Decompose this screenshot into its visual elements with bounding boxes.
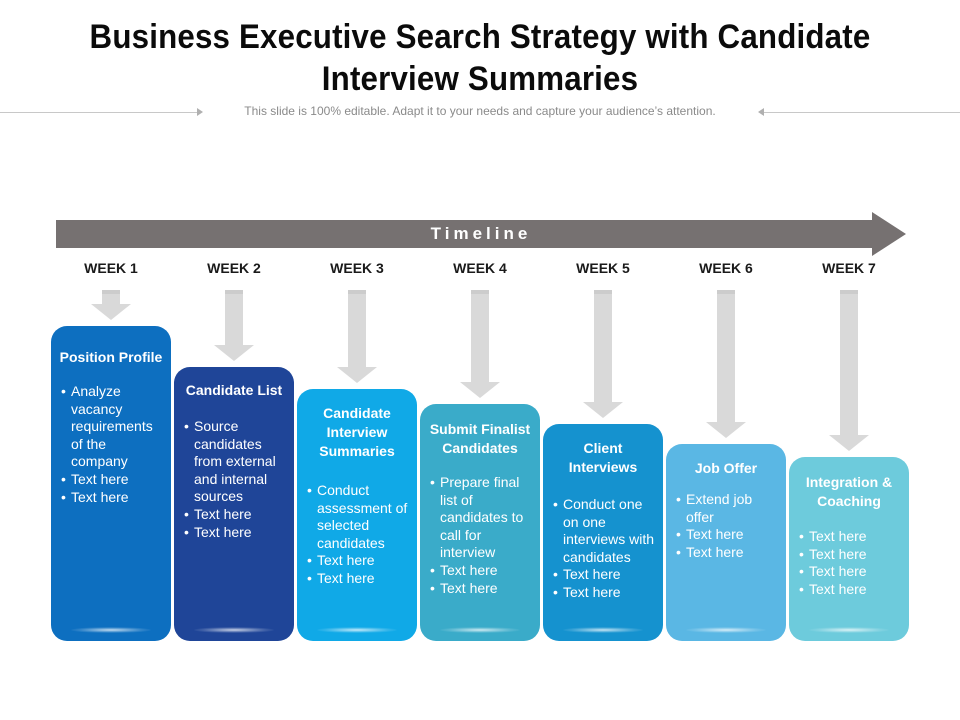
down-arrow-icon [337, 290, 377, 383]
step-bullet: Text here [799, 581, 903, 599]
step-bullet: Text here [61, 489, 165, 507]
subtitle-left-line [0, 112, 198, 113]
step-title: Client Interviews [568, 440, 638, 475]
step-bullet: Text here [799, 563, 903, 581]
step-title: Position Profile [59, 349, 163, 365]
step-bullet: Text here [430, 580, 534, 598]
step-bullet-list: Source candidates from external and inte… [174, 418, 294, 541]
card-highlight [440, 627, 520, 633]
step-card-6: Job OfferExtend job offerText hereText h… [666, 444, 786, 641]
step-card-3: Candidate Interview SummariesConduct ass… [297, 389, 417, 641]
step-bullet: Conduct assessment of selected candidate… [307, 482, 411, 552]
step-bullet: Text here [61, 471, 165, 489]
step-title: Job Offer [694, 460, 758, 476]
step-bullet-list: Text hereText hereText hereText here [789, 528, 909, 598]
step-bullet: Extend job offer [676, 491, 780, 526]
step-bullet: Text here [430, 562, 534, 580]
subtitle-row: This slide is 100% editable. Adapt it to… [0, 104, 960, 122]
slide-subtitle: This slide is 100% editable. Adapt it to… [244, 104, 716, 118]
step-bullet: Text here [307, 570, 411, 588]
week-label-1: WEEK 1 [84, 260, 138, 276]
week-label-7: WEEK 7 [822, 260, 876, 276]
down-arrow-icon [583, 290, 623, 418]
step-bullet-list: Conduct assessment of selected candidate… [297, 482, 417, 588]
step-card-5: Client InterviewsConduct one on one inte… [543, 424, 663, 641]
timeline-arrow: Timeline [56, 212, 906, 256]
step-bullet-list: Prepare final list of candidates to call… [420, 474, 540, 597]
down-arrow-icon [214, 290, 254, 361]
timeline-arrowhead-icon [872, 212, 906, 256]
step-bullet: Text here [676, 544, 780, 562]
subtitle-right-line [764, 112, 960, 113]
card-highlight [686, 627, 766, 633]
step-bullet: Text here [184, 506, 288, 524]
timeline-bar [56, 220, 874, 248]
step-bullet: Text here [307, 552, 411, 570]
step-bullet-list: Analyze vacancy requirements of the comp… [51, 383, 171, 506]
step-bullet: Text here [184, 524, 288, 542]
card-highlight [71, 627, 151, 633]
step-title: Submit Finalist Candidates [429, 421, 531, 456]
step-bullet: Conduct one on one interviews with candi… [553, 496, 657, 566]
subtitle-left-arrow-icon [197, 108, 203, 116]
step-card-1: Position ProfileAnalyze vacancy requirem… [51, 326, 171, 641]
step-card-2: Candidate ListSource candidates from ext… [174, 367, 294, 641]
week-label-3: WEEK 3 [330, 260, 384, 276]
down-arrow-icon [91, 290, 131, 320]
step-bullet: Text here [553, 584, 657, 602]
subtitle-right-arrow-icon [758, 108, 764, 116]
down-arrow-icon [460, 290, 500, 398]
step-card-4: Submit Finalist CandidatesPrepare final … [420, 404, 540, 641]
week-label-5: WEEK 5 [576, 260, 630, 276]
step-bullet: Text here [799, 528, 903, 546]
step-bullet: Source candidates from external and inte… [184, 418, 288, 506]
card-highlight [194, 627, 274, 633]
step-bullet: Text here [676, 526, 780, 544]
timeline-label: Timeline [430, 224, 532, 243]
step-title: Candidate List [185, 382, 283, 398]
step-title: Integration & Coaching [805, 474, 893, 509]
card-highlight [809, 627, 889, 633]
step-card-7: Integration & CoachingText hereText here… [789, 457, 909, 641]
step-bullet: Prepare final list of candidates to call… [430, 474, 534, 562]
step-bullet: Text here [799, 546, 903, 564]
week-label-4: WEEK 4 [453, 260, 507, 276]
step-bullet-list: Conduct one on one interviews with candi… [543, 496, 663, 602]
step-bullet: Text here [553, 566, 657, 584]
step-title: Candidate Interview Summaries [319, 405, 395, 459]
down-arrow-icon [706, 290, 746, 438]
week-label-6: WEEK 6 [699, 260, 753, 276]
down-arrow-icon [829, 290, 869, 451]
slide-title: Business Executive Search Strategy with … [89, 18, 871, 98]
week-label-2: WEEK 2 [207, 260, 261, 276]
card-highlight [563, 627, 643, 633]
step-bullet: Analyze vacancy requirements of the comp… [61, 383, 165, 471]
card-highlight [317, 627, 397, 633]
step-bullet-list: Extend job offerText hereText here [666, 491, 786, 561]
